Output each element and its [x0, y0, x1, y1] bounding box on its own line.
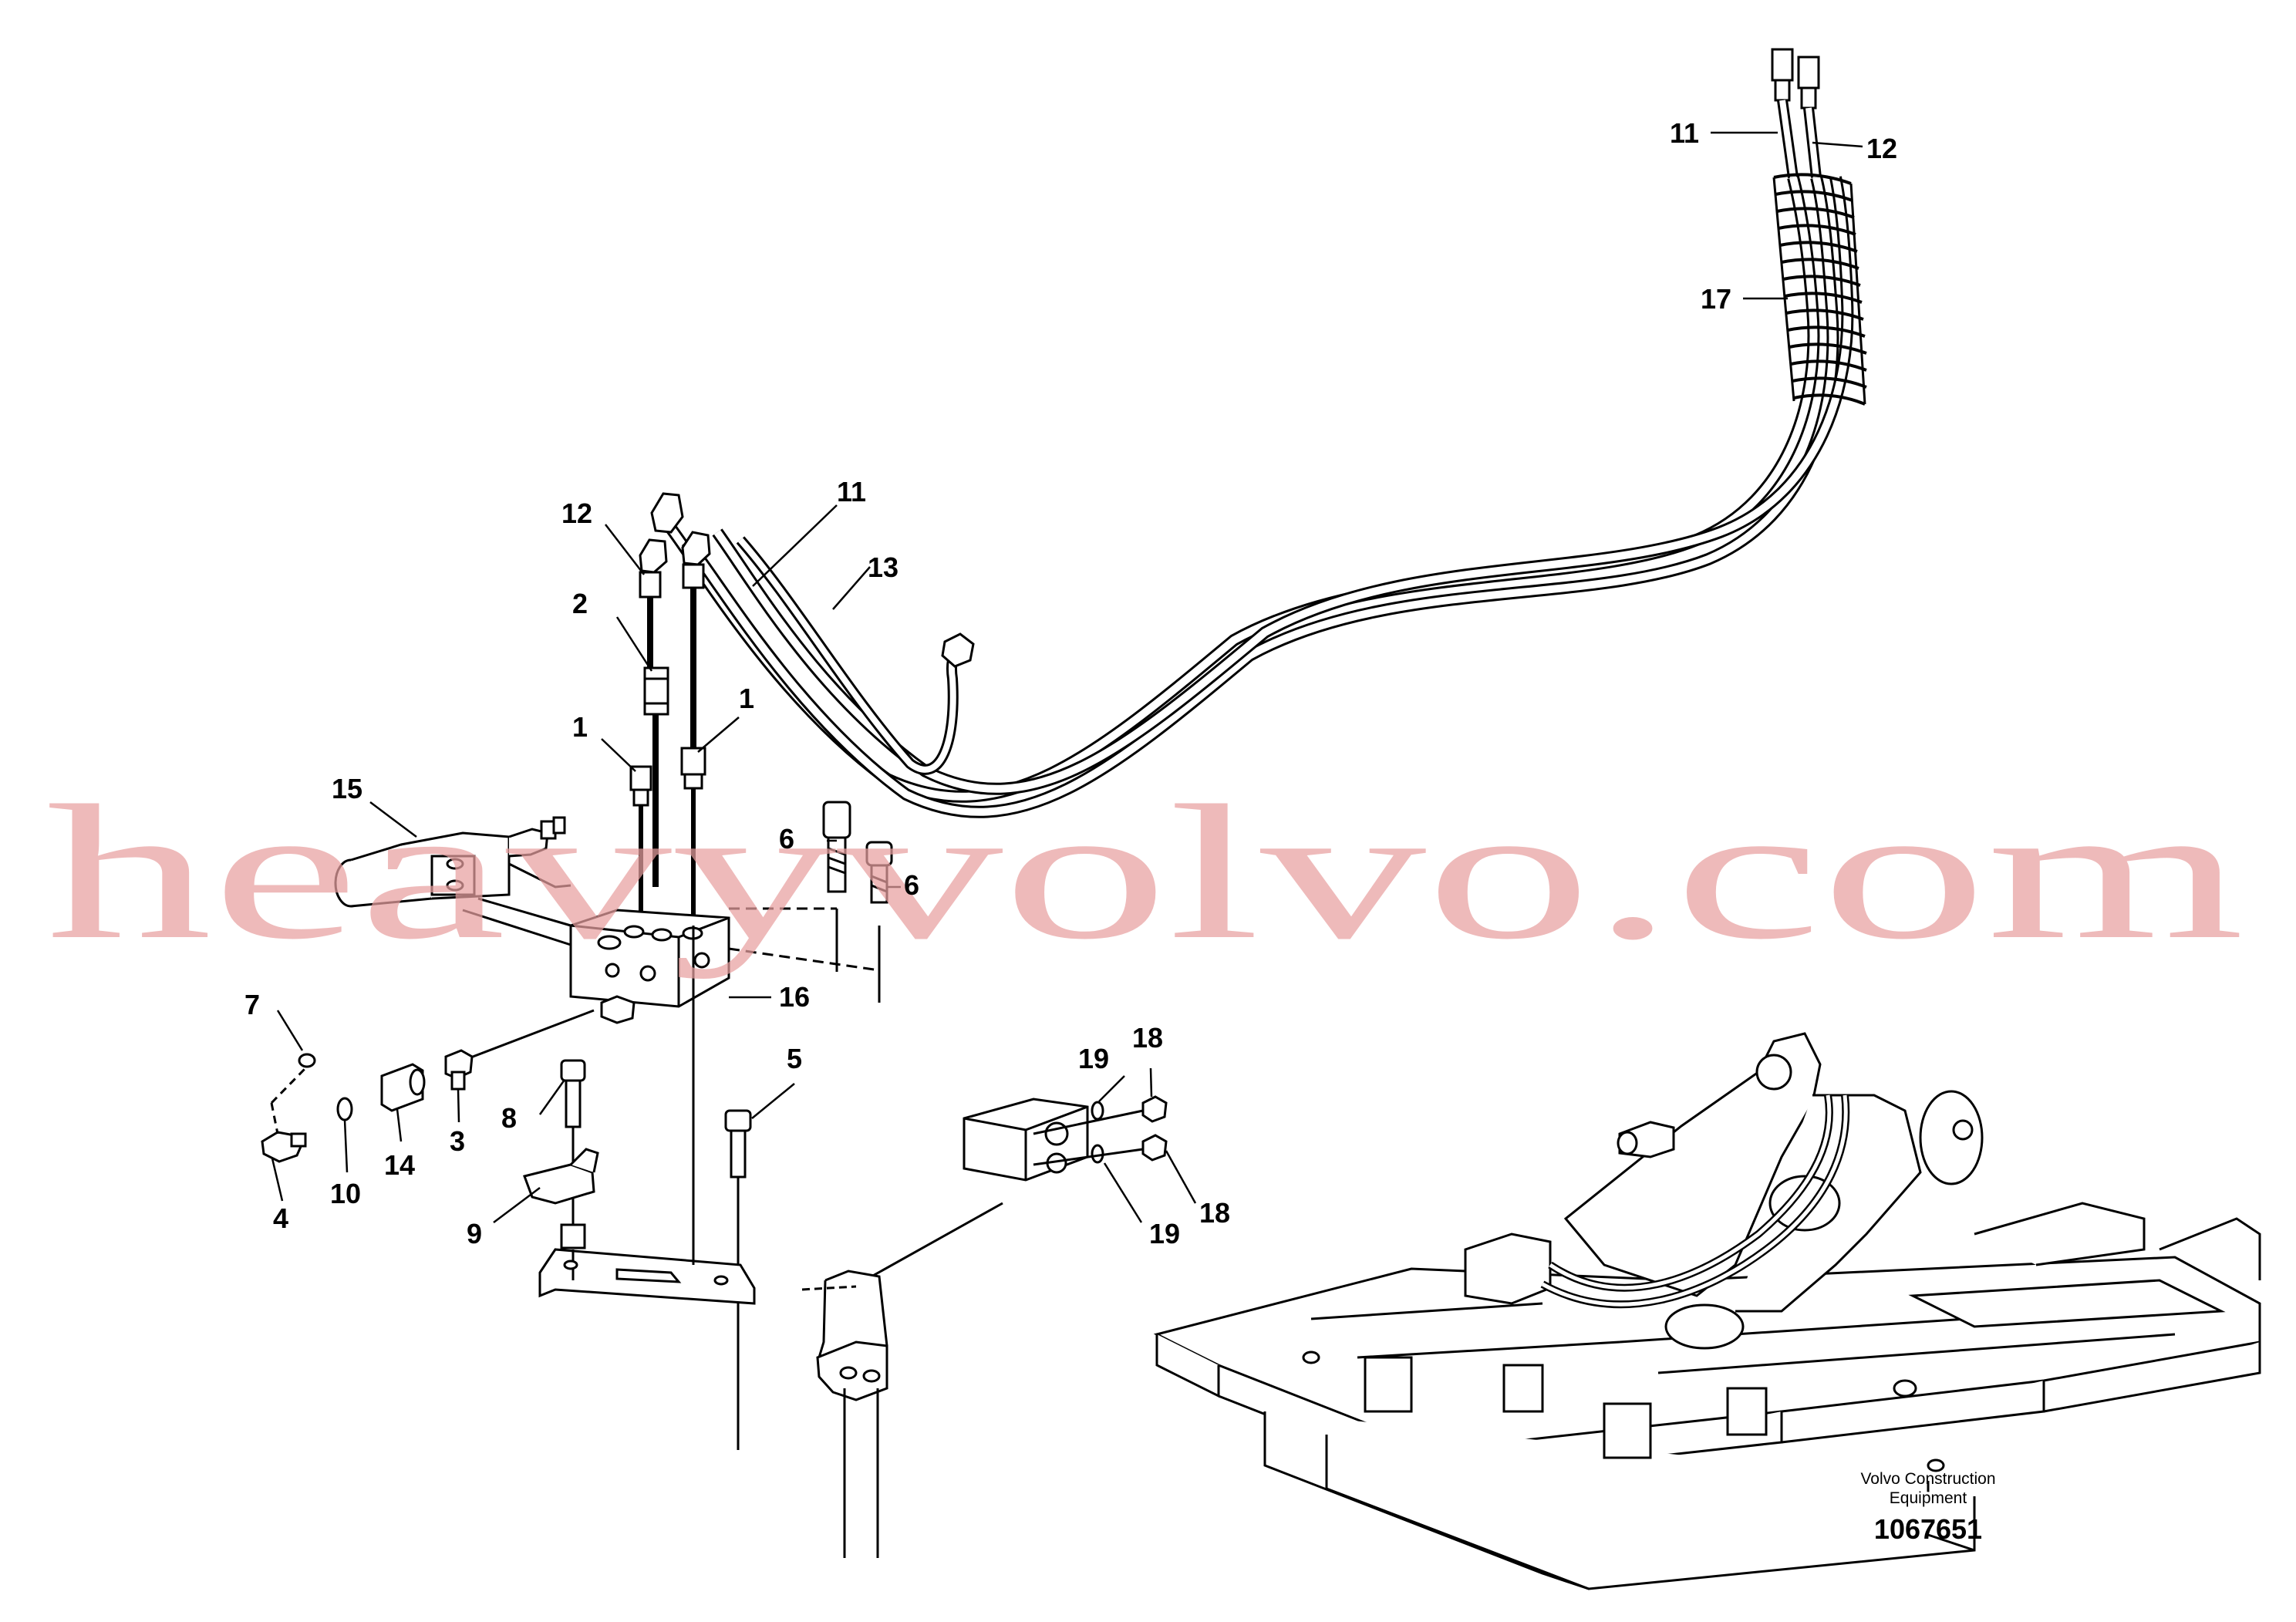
callout-9: 9	[467, 1218, 482, 1249]
callout-7: 7	[244, 989, 260, 1020]
brand-line-1: Volvo Construction	[1860, 1470, 1996, 1488]
tube-fittings	[629, 492, 711, 926]
callout-11: 11	[1670, 117, 1699, 149]
sensor-parts	[261, 1009, 595, 1163]
watermark-text: heavyvolvo.com	[46, 766, 2244, 980]
callout-19: 19	[1149, 1218, 1180, 1249]
callout-18: 18	[1132, 1022, 1163, 1054]
bolts-6	[822, 801, 893, 904]
callout-18: 18	[1199, 1197, 1230, 1229]
machine-frame	[1153, 1032, 2261, 1590]
callout-13: 13	[868, 551, 899, 583]
solenoid-valve	[334, 816, 571, 946]
brand-line-2: Equipment	[1889, 1489, 1967, 1507]
callout-4: 4	[273, 1202, 288, 1234]
callout-1: 1	[739, 683, 754, 714]
callout-11: 11	[837, 476, 866, 508]
callout-1: 1	[572, 711, 588, 743]
brand-label: Volvo Construction Equipment	[1797, 1469, 2059, 1508]
callout-14: 14	[384, 1149, 415, 1181]
callout-5: 5	[787, 1043, 802, 1074]
valve-block	[569, 907, 881, 1024]
callout-12: 12	[1866, 133, 1897, 164]
callout-6: 6	[904, 869, 919, 901]
callout-16: 16	[779, 981, 810, 1013]
callout-15: 15	[332, 773, 362, 804]
watermark: heavyvolvo.com	[46, 766, 2244, 980]
hose-assembly	[658, 48, 1867, 818]
junction-block	[801, 1095, 1168, 1558]
document-number: 1067651	[1873, 1513, 1983, 1545]
callout-17: 17	[1701, 283, 1731, 315]
mounting-bracket	[523, 926, 756, 1450]
callout-8: 8	[501, 1102, 517, 1134]
callout-19: 19	[1078, 1043, 1109, 1074]
callout-10: 10	[330, 1178, 361, 1209]
callout-2: 2	[572, 588, 588, 619]
callout-3: 3	[450, 1125, 465, 1157]
callout-12: 12	[561, 497, 592, 529]
callout-labels: 11 12 17 11 12 13 2 1 1 15 6 6 16 7 8 5 …	[244, 117, 1897, 1249]
spiral-guard	[1772, 173, 1867, 406]
leader-lines	[271, 131, 1863, 1223]
callout-6: 6	[779, 823, 794, 855]
hose-top-fittings	[1771, 48, 1822, 178]
